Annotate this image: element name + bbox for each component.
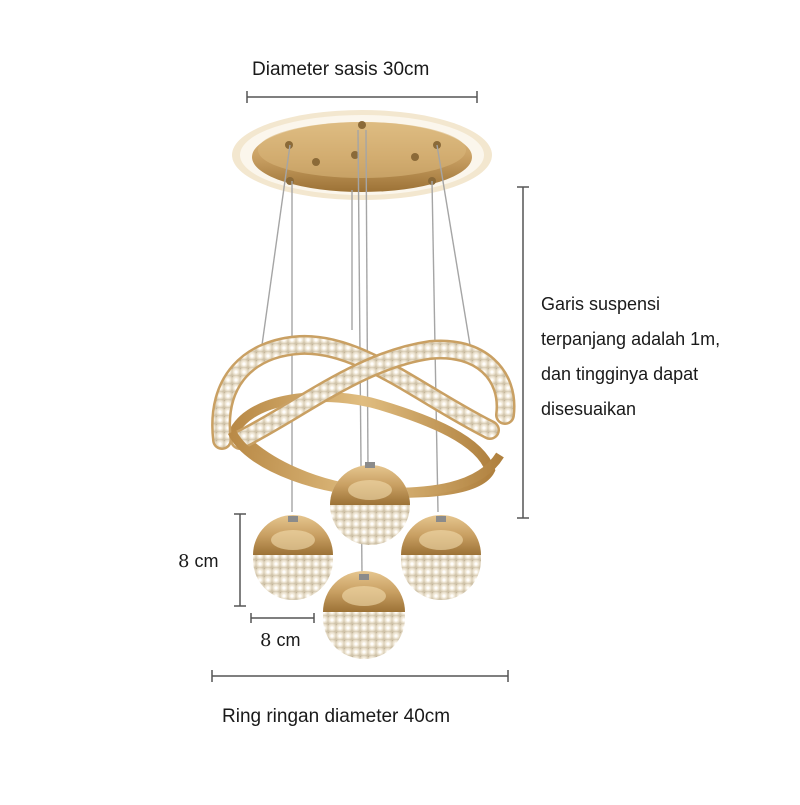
suspension-note: Garis suspensi terpanjang adalah 1m, dan… [541, 287, 720, 427]
pendant-ball-bottom [323, 571, 405, 659]
ball-height-unit: cm [189, 551, 219, 571]
ball-width-unit: cm [271, 630, 301, 650]
crystal-ring [211, 334, 516, 450]
suspension-dimension-line [517, 186, 529, 519]
pendant-ball-right [401, 515, 481, 600]
ball-height-dimension-line [234, 513, 246, 607]
ball-width-value: 8 [260, 630, 272, 651]
pendant-ball-left [253, 515, 333, 600]
ball-width-dimension-line [250, 613, 315, 623]
ball-width-label: 8 cm [260, 627, 300, 655]
suspension-note-line-2: terpanjang adalah 1m, [541, 329, 721, 349]
suspension-note-line-3: dan tingginya dapat [541, 364, 699, 384]
suspension-note-line-1: Garis suspensi [541, 294, 661, 314]
pendant-ball-top [330, 462, 410, 545]
chassis-dimension-line [246, 91, 478, 103]
ball-height-value: 8 [178, 551, 190, 572]
ring-dimension-line [211, 670, 509, 682]
canopy [232, 110, 492, 200]
ball-height-label: 8 cm [178, 548, 218, 576]
ring-diameter-label: Ring ringan diameter 40cm [222, 706, 451, 727]
chassis-diameter-label: Diameter sasis 30cm [252, 59, 430, 80]
suspension-note-line-4: disesuaikan [541, 399, 637, 419]
